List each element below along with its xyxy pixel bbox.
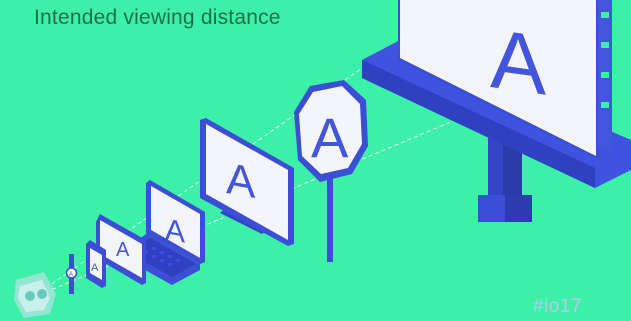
monitor-glyph: A [226,154,256,208]
billboard-glyph: A [490,11,547,113]
watch-glyph: A [69,272,73,278]
vr-headset-icon [14,272,56,318]
road-sign: A [294,80,368,262]
road-sign-pole [327,168,333,262]
tablet-glyph: A [116,239,130,261]
slide-title: Intended viewing distance [34,6,281,30]
laptop-glyph: A [165,213,186,249]
billboard: A [362,0,631,222]
road-sign-glyph: A [311,106,349,169]
phone-glyph: A [91,262,99,274]
event-hashtag: #io17 [533,296,582,318]
smartwatch: A [67,254,77,294]
desktop-monitor: A [200,118,294,246]
